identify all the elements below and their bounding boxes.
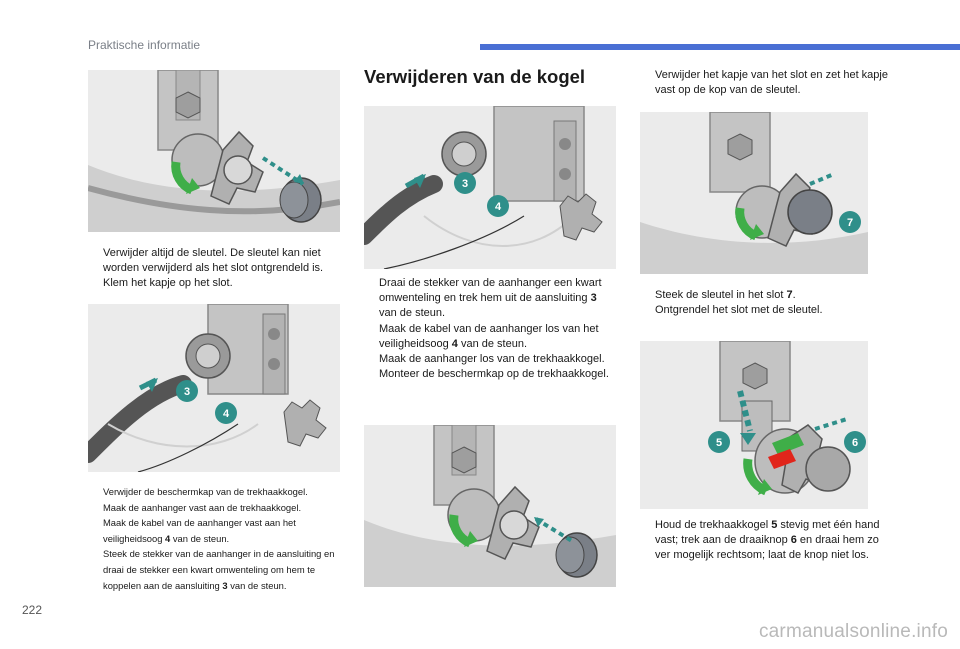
illustration-key-lock: 7 (640, 112, 868, 274)
instructions-col1-top: Verwijder altijd de sleutel. De sleutel … (88, 246, 344, 292)
instructions-col2: Draai de stekker van de aanhanger een kw… (364, 276, 616, 382)
instruction-item: Maak de aanhanger vast aan de trekhaakko… (103, 501, 302, 513)
instruction-item: Verwijder altijd de sleutel. De sleutel … (103, 247, 324, 275)
svg-text:7: 7 (847, 217, 853, 229)
instructions-col3-bottom: Houd de trekhaakkogel 5 stevig met één h… (640, 518, 892, 564)
svg-text:4: 4 (223, 408, 230, 420)
callout-3-icon (454, 172, 476, 194)
instructions-col3-top: Verwijder het kapje van het slot en zet … (640, 68, 890, 98)
callout-7-icon (839, 211, 861, 233)
illustration-disconnect-plug: 3 4 (364, 106, 616, 269)
instruction-item: Verwijder de beschermkap van de trekhaak… (103, 486, 308, 497)
callout-5-icon (708, 431, 730, 453)
svg-text:6: 6 (852, 437, 858, 449)
watermark: carmanualsonline.info (758, 621, 948, 642)
svg-text:3: 3 (184, 386, 190, 398)
instruction-item: Maak de kabel van de aanhanger vast aan … (103, 517, 296, 544)
callout-3-icon (176, 380, 198, 402)
instruction-item: Verwijder het kapje van het slot en zet … (655, 69, 888, 97)
callout-4-icon (215, 402, 237, 424)
instruction-item: Ontgrendel het slot met de sleutel. (655, 304, 823, 317)
page-number: 222 (22, 603, 43, 617)
instruction-item: Steek de stekker van de aanhanger in de … (103, 548, 335, 591)
illustration-connect-plug: 3 4 (88, 304, 340, 472)
instruction-item: Klem het kapje op het slot. (103, 277, 233, 290)
instructions-col3-mid: Steek de sleutel in het slot 7. Ontgrend… (640, 288, 890, 318)
instruction-item: Monteer de beschermkap op de trekhaakkog… (379, 368, 609, 381)
svg-text:5: 5 (716, 437, 722, 449)
section-label: Praktische informatie (88, 38, 201, 52)
instruction-item: Steek de sleutel in het slot 7. (655, 289, 796, 301)
instruction-item: Houd de trekhaakkogel 5 stevig met één h… (655, 519, 880, 562)
section-title: Verwijderen van de kogel (364, 66, 586, 87)
instruction-item: Draai de stekker van de aanhanger een kw… (379, 277, 602, 320)
callout-6-icon (844, 431, 866, 453)
instruction-item: Maak de aanhanger los van de trekhaakkog… (379, 353, 605, 366)
illustration-remove-ball: 5 6 (640, 341, 868, 509)
header-bar (480, 44, 960, 50)
svg-text:3: 3 (462, 178, 468, 190)
illustration-ball-cap (88, 70, 340, 232)
instruction-item: Maak de kabel van de aanhanger los van h… (379, 322, 599, 350)
instructions-col1-bottom: Verwijder de beschermkap van de trekhaak… (88, 484, 346, 593)
callout-4-icon (487, 195, 509, 217)
illustration-refit-cap (364, 425, 616, 587)
svg-text:4: 4 (495, 201, 502, 213)
